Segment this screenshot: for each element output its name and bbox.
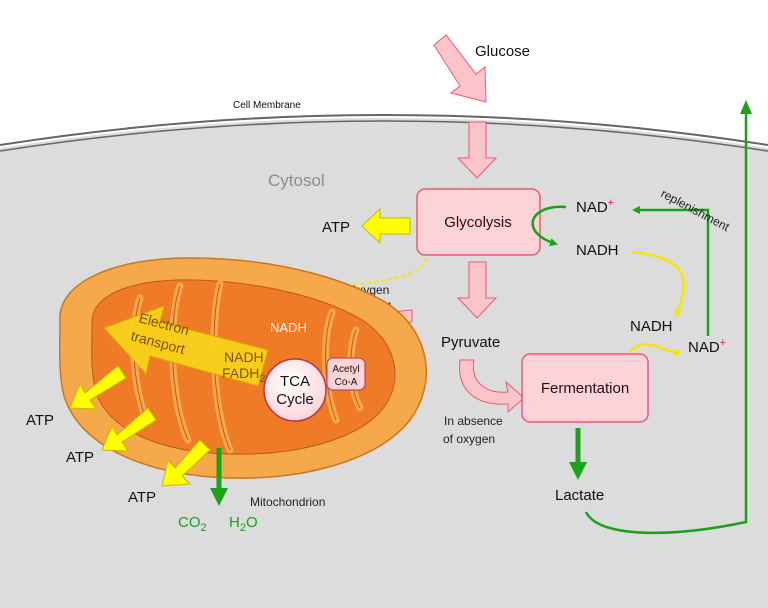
acetyl-line1: Acetyl xyxy=(332,364,359,375)
glycolysis-label: Glycolysis xyxy=(444,214,512,231)
absence-oxygen-line1: In absence xyxy=(444,414,503,428)
lactate-export-head xyxy=(740,100,752,114)
nadh-to-fermentation-arrow xyxy=(631,250,685,318)
nad-right-label: NAD+ xyxy=(688,337,726,356)
acetyl-coa-box xyxy=(326,357,366,391)
fermentation-nadh-yellow-arrow xyxy=(629,343,682,357)
nadh-fadh-line1: NADH xyxy=(224,349,264,365)
atp-arrow-2 xyxy=(101,407,157,452)
atp-arrow-3 xyxy=(161,439,211,487)
fermentation-box xyxy=(521,353,649,423)
h2o-label: H2O xyxy=(229,514,258,534)
atp-label-3: ATP xyxy=(128,489,156,506)
co2-label: CO2 xyxy=(178,514,207,534)
glycolysis-box xyxy=(416,188,541,256)
tca-line1: TCA xyxy=(280,373,310,390)
cytosol-label: Cytosol xyxy=(268,171,325,190)
tca-cycle-circle xyxy=(263,358,327,422)
glucose-arrow xyxy=(433,34,487,103)
atp-label-2: ATP xyxy=(66,449,94,466)
lactate-label: Lactate xyxy=(555,487,604,504)
nad-top-label: NAD+ xyxy=(576,197,614,216)
absence-oxygen-line2: of oxygen xyxy=(443,432,495,446)
cell-membrane-inner xyxy=(0,120,768,152)
nadh-fadh-line2: FADH2 xyxy=(222,365,265,385)
electron-transport-arrow xyxy=(103,305,269,387)
fermentation-to-lactate-head xyxy=(569,462,587,480)
nadh-mito-label: NADH xyxy=(270,320,307,335)
nadh-top-label: NADH xyxy=(576,242,619,259)
atp-label-1: ATP xyxy=(26,412,54,429)
atp-glycolysis-label: ATP xyxy=(322,219,350,236)
atp-glycolysis-arrow xyxy=(361,207,411,245)
replenishment-arrow xyxy=(632,206,710,336)
lactate-export-arrow xyxy=(584,110,748,535)
co2-h2o-arrow-head xyxy=(210,488,228,506)
fermentation-label: Fermentation xyxy=(541,380,629,397)
nad-nadh-loop-arrow xyxy=(531,205,567,247)
glycolysis-to-pyruvate-arrow xyxy=(456,261,498,319)
absence-oxygen-arrow xyxy=(459,359,525,414)
acetyl-line2: Co-A xyxy=(335,377,358,388)
cell-membrane xyxy=(0,114,768,146)
mitochondrion-label: Mitochondrion xyxy=(250,495,325,509)
glucose-label: Glucose xyxy=(475,43,530,60)
atp-arrow-1 xyxy=(69,365,127,410)
cell-membrane-label: Cell Membrane xyxy=(233,100,301,111)
nadh-right-label: NADH xyxy=(630,318,673,335)
pyruvate-label: Pyruvate xyxy=(441,334,500,351)
membrane-entry-arrow xyxy=(456,121,498,179)
tca-line2: Cycle xyxy=(276,391,314,408)
